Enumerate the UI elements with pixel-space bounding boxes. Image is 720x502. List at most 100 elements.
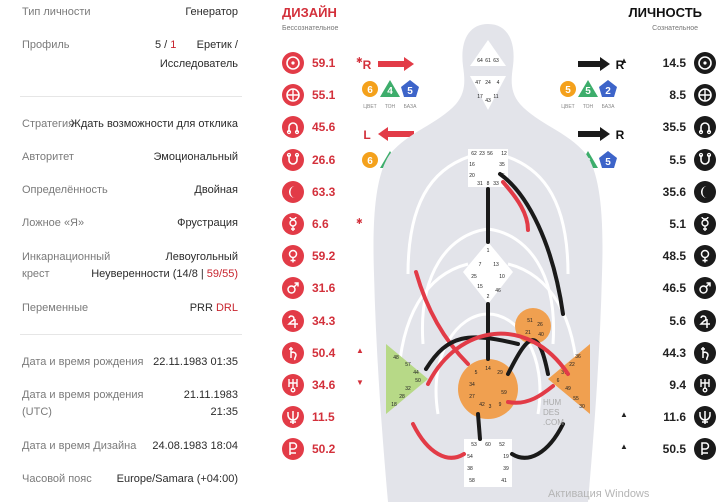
design-planet-row[interactable]: 50.4▲ xyxy=(282,341,392,365)
base-value: 2 xyxy=(605,86,611,97)
channel-personality xyxy=(498,172,565,316)
gate-number: 4 xyxy=(497,80,500,86)
arrow-left-icon xyxy=(378,127,388,141)
design-planet-row[interactable]: 59.1✱ xyxy=(282,51,392,75)
gate-line-value: 35.5 xyxy=(662,120,686,135)
exaltation-mark: ▲ xyxy=(620,56,628,65)
personality-planet-row[interactable]: 35.5 xyxy=(618,115,718,139)
personality-planet-row[interactable]: 50.5▲ xyxy=(618,437,718,461)
gate-number: 57 xyxy=(405,362,411,368)
watermark-line: DES xyxy=(543,408,560,417)
design-date-value: 24.08.1983 18:04 xyxy=(152,440,238,452)
cross-gates-design: 59/55) xyxy=(206,268,238,280)
solar-plexus-center xyxy=(548,344,590,414)
personality-planet-row[interactable]: 5.5 xyxy=(618,148,718,172)
arrow-label: R xyxy=(616,128,625,142)
earth-icon xyxy=(282,84,304,107)
sun-icon xyxy=(694,52,716,74)
arrow-right-icon xyxy=(600,57,610,71)
gate-number: 20 xyxy=(469,173,475,179)
design-planet-row[interactable]: 59.2 xyxy=(282,244,392,268)
personality-planet-row[interactable]: 5.1 xyxy=(618,212,718,236)
gate-number: 53 xyxy=(471,442,477,448)
gate-number: 2 xyxy=(487,294,490,300)
color-badge xyxy=(362,152,378,168)
gate-number: 56 xyxy=(487,151,493,157)
cross-gates-personality: Неуверенности (14/8 | xyxy=(91,268,204,280)
gate-line-value: 48.5 xyxy=(662,249,686,264)
gate-line-value: 11.5 xyxy=(312,410,335,425)
authority-label: Авторитет xyxy=(22,151,74,163)
design-planet-row[interactable]: 45.6 xyxy=(282,115,392,139)
gate-line-value: 35.6 xyxy=(662,184,686,199)
south-node-icon xyxy=(282,148,304,171)
design-planet-row[interactable]: 6.6✱ xyxy=(282,212,392,236)
profile-number-a: 5 xyxy=(155,39,162,51)
strategy-value: Ждать возможности для отклика xyxy=(70,118,238,130)
gate-number: 5 xyxy=(475,370,478,376)
exaltation-mark: ▲ xyxy=(620,442,628,452)
design-planet-row[interactable]: 55.1 xyxy=(282,83,392,107)
gate-number: 51 xyxy=(527,318,533,324)
gate-number: 42 xyxy=(479,402,485,408)
personality-planet-row[interactable]: 5.6 xyxy=(618,309,718,333)
north-node-icon xyxy=(282,116,304,139)
personality-planet-row[interactable]: 9.4 xyxy=(618,373,718,397)
profile-numbers: 5 / 1 xyxy=(155,38,176,53)
gate-number: 55 xyxy=(573,396,579,402)
gate-number: 26 xyxy=(537,322,543,328)
variables-personality: PRR xyxy=(189,302,213,314)
gate-number: 32 xyxy=(405,386,411,392)
design-planet-row[interactable]: 31.6 xyxy=(282,276,392,300)
tone-value: 4 xyxy=(387,86,393,97)
color-value: 5 xyxy=(565,85,571,96)
gate-number: 10 xyxy=(499,274,505,280)
mars-icon xyxy=(694,277,716,300)
design-planet-row[interactable]: 34.3 xyxy=(282,309,392,333)
personality-planet-row[interactable]: 44.3 xyxy=(618,341,718,365)
gate-line-value: 11.6 xyxy=(663,410,686,425)
divider xyxy=(20,96,242,97)
channel-design xyxy=(426,331,570,386)
gate-number: 11 xyxy=(493,94,498,100)
arrow-right-icon xyxy=(600,127,610,141)
design-planet-row[interactable]: 26.6 xyxy=(282,148,392,172)
color-value: 6 xyxy=(367,156,373,167)
personality-planet-row[interactable]: 46.5 xyxy=(618,276,718,300)
gate-line-value: 9.4 xyxy=(669,378,686,392)
gate-number: 19 xyxy=(503,454,509,460)
channel-personality xyxy=(476,412,482,441)
design-planet-row[interactable]: 34.6▼ xyxy=(282,373,392,397)
personality-planet-row[interactable]: 8.5 xyxy=(618,83,718,107)
gate-line-value: 59.2 xyxy=(312,249,336,264)
definition-value: Двойная xyxy=(194,184,238,196)
gate-line-value: 55.1 xyxy=(312,88,336,103)
gate-number: 23 xyxy=(479,151,485,157)
personality-planet-row[interactable]: 48.5 xyxy=(618,244,718,268)
type-value: Генератор xyxy=(185,6,238,18)
personality-planet-row[interactable]: 11.6▲ xyxy=(618,405,718,429)
neptune-icon xyxy=(694,406,716,429)
profile-separator: / xyxy=(161,39,171,51)
gate-number: 46 xyxy=(495,288,501,294)
root-center xyxy=(464,439,512,487)
design-planet-row[interactable]: 50.2 xyxy=(282,437,392,461)
gate-line-value: 44.3 xyxy=(662,345,686,360)
design-planet-row[interactable]: 11.5 xyxy=(282,405,392,429)
gate-number: 40 xyxy=(538,332,544,338)
gate-number: 58 xyxy=(469,478,475,484)
os-activation-watermark: Активация Windows xyxy=(548,488,650,500)
earth-icon xyxy=(694,84,716,107)
personality-planet-row[interactable]: 35.6 xyxy=(618,180,718,204)
definition-label: Определённость xyxy=(22,184,108,196)
gate-line-value: 50.4 xyxy=(312,345,336,360)
profile-name-1: Еретик / xyxy=(196,39,238,51)
personality-planet-row[interactable]: 14.5▲ xyxy=(618,51,718,75)
birth-utc-label-1: Дата и время рождения xyxy=(22,389,144,401)
moon-icon xyxy=(282,180,304,203)
gate-number: 3 xyxy=(489,404,492,410)
profile-row: Профиль 5 / 1 Еретик / Исследователь xyxy=(22,38,238,72)
divider xyxy=(20,334,242,335)
design-planet-row[interactable]: 63.3 xyxy=(282,180,392,204)
